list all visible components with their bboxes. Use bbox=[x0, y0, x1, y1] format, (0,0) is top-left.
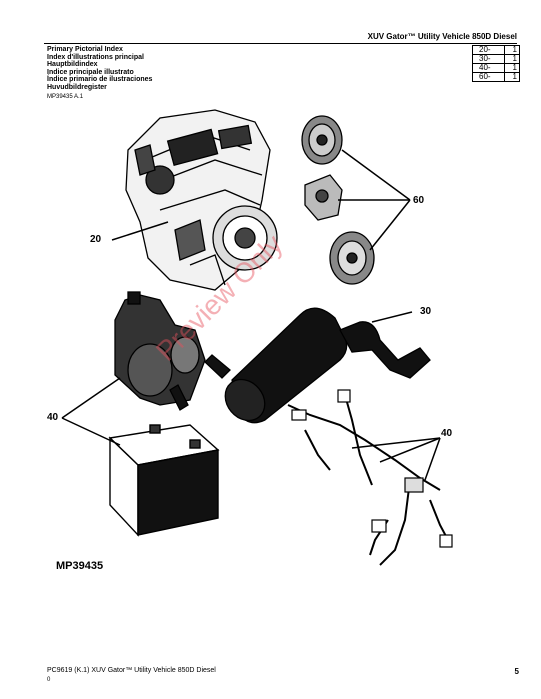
battery-drawing[interactable] bbox=[108, 424, 220, 537]
section-page-table: 20-1 30-1 40-1 60-1 bbox=[471, 45, 520, 82]
leader-40-right bbox=[351, 437, 441, 481]
callout-60[interactable]: 60 bbox=[413, 195, 425, 206]
callout-40-right[interactable]: 40 bbox=[441, 428, 453, 439]
figure-code: MP39435 A.1 bbox=[47, 94, 84, 100]
document-title: XUV Gator™ Utility Vehicle 850D Diesel bbox=[367, 32, 517, 41]
index-title-de: Hauptbildindex bbox=[47, 61, 98, 69]
starter-motor-drawing[interactable] bbox=[114, 291, 206, 411]
page-number: 5 bbox=[514, 667, 519, 676]
muffler-drawing[interactable] bbox=[204, 307, 431, 428]
index-title-en: Primary Pictorial Index bbox=[47, 46, 123, 53]
footer-doc: PC9619 (K.1) XUV Gator™ Utility Vehicle … bbox=[47, 667, 216, 674]
index-titles: Primary Pictorial Index Index d'illustra… bbox=[47, 46, 152, 92]
leader-40-left bbox=[61, 377, 121, 446]
callout-30[interactable]: 30 bbox=[420, 306, 432, 317]
leader-60 bbox=[338, 149, 411, 251]
callout-20[interactable]: 20 bbox=[90, 234, 102, 245]
index-title-es: Índice primario de ilustraciones bbox=[47, 76, 153, 84]
footer-sub: 0 bbox=[47, 677, 51, 683]
leader-30 bbox=[371, 311, 413, 323]
header-divider bbox=[44, 43, 517, 44]
section-ref[interactable]: 60- bbox=[471, 72, 506, 82]
callout-40-left[interactable]: 40 bbox=[47, 412, 59, 423]
index-title-sv: Huvudbildregister bbox=[47, 83, 107, 91]
table-row[interactable]: 60-1 bbox=[471, 72, 520, 82]
wiring-harness-drawing[interactable] bbox=[287, 389, 453, 566]
page-ref: 1 bbox=[504, 72, 520, 82]
leader-20 bbox=[111, 221, 169, 241]
engine-drawing[interactable] bbox=[125, 109, 278, 291]
index-title-it: Indice principale illustrato bbox=[47, 68, 134, 76]
pulley-parts-drawing[interactable] bbox=[301, 115, 375, 285]
index-title-fr: Index d'illustrations principal bbox=[47, 53, 144, 61]
figure-label: MP39435 bbox=[56, 560, 104, 572]
